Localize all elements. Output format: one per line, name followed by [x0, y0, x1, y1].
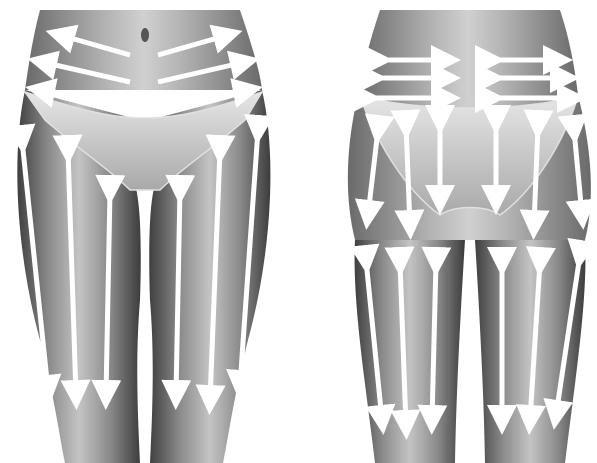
back-view — [348, 10, 591, 463]
back-torso — [358, 10, 578, 95]
back-left-leg — [355, 240, 465, 463]
back-right-leg — [475, 240, 585, 463]
navel — [141, 28, 149, 42]
front-view — [17, 10, 270, 463]
front-torso — [25, 10, 262, 90]
